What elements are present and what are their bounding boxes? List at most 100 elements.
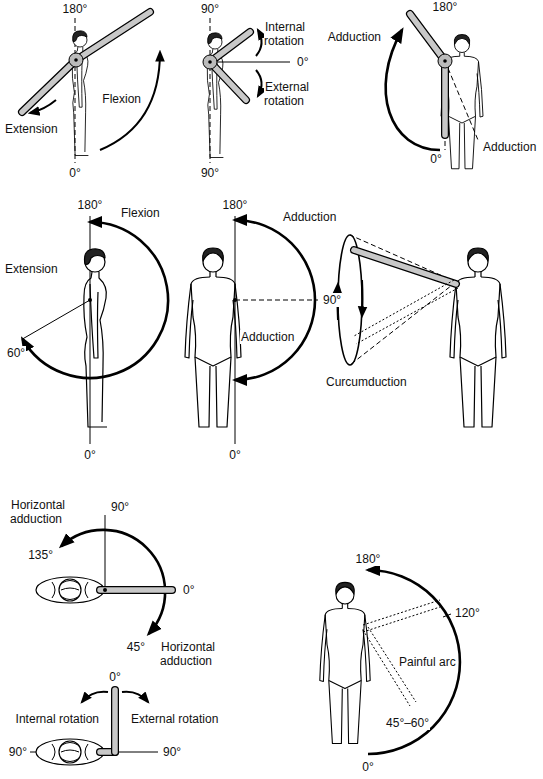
- angle-label: 90°: [110, 500, 130, 514]
- angle-label: 60°: [6, 346, 26, 360]
- circumduction-panel: [338, 235, 507, 427]
- label-text: Adduction: [327, 30, 382, 44]
- motion-label: Flexion: [120, 206, 161, 220]
- label-text: 90°: [200, 166, 220, 180]
- abduction-front-panel: [438, 54, 452, 68]
- label-text: 0°: [68, 166, 81, 180]
- label-text: 0°: [182, 583, 195, 597]
- label-text: 60°: [6, 346, 26, 360]
- angle-label: 90°: [200, 2, 220, 16]
- circumduction-panel: [350, 282, 456, 365]
- label-text: 180°: [355, 552, 382, 566]
- rotation-top-panel: [30, 690, 158, 765]
- horizontal-motion-panel: [105, 515, 106, 590]
- painful-arc-panel: [368, 570, 460, 754]
- rotation-side-panel: [210, 62, 246, 100]
- flexion-extension-panel: [69, 53, 83, 67]
- rotation-top-panel: [36, 739, 104, 765]
- motion-label: Adduction: [327, 30, 382, 44]
- label-text: Painful arc: [398, 655, 457, 669]
- abduction-front-panel: [445, 61, 446, 150]
- label-text: Curcumduction: [325, 375, 408, 389]
- flexion-arc-panel: [88, 298, 92, 302]
- motion-label: Extension: [4, 122, 59, 136]
- angle-label: 90°: [8, 745, 28, 759]
- motion-label: Adduction: [240, 330, 295, 344]
- abduction-front-panel: [442, 61, 448, 135]
- circumduction-panel: [354, 250, 456, 284]
- rotation-side-panel: [210, 62, 290, 63]
- angle-label: 180°: [432, 0, 459, 14]
- motion-label: Curcumduction: [325, 375, 408, 389]
- horizontal-motion-panel: [100, 587, 172, 593]
- label-text: 90°: [110, 500, 130, 514]
- abduction-arc-panel: [235, 300, 318, 301]
- angle-label: 90°: [322, 293, 342, 307]
- angle-label: 0°: [228, 448, 241, 462]
- flexion-arc-panel: [23, 300, 91, 339]
- label-text: 0°: [228, 448, 241, 462]
- horizontal-motion-panel: [61, 581, 79, 600]
- label-text: 180°: [222, 198, 249, 212]
- label-text: 90°: [8, 745, 28, 759]
- abduction-arc-panel: [233, 298, 237, 302]
- motion-label: Horizontal adduction: [160, 640, 235, 668]
- motion-label: Adduction: [482, 140, 537, 154]
- horizontal-motion-panel: [103, 588, 107, 592]
- flexion-arc-panel: [23, 216, 169, 444]
- label-text: Flexion: [120, 206, 161, 220]
- motion-label: Adduction: [282, 210, 337, 224]
- label-text: 0°: [296, 55, 309, 69]
- label-text: External rotation: [264, 80, 309, 108]
- flexion-extension-panel: [100, 52, 160, 150]
- motion-label: Painful arc: [398, 655, 457, 669]
- flexion-extension-panel: [76, 12, 150, 60]
- rotation-side-panel: [256, 70, 262, 96]
- label-text: 45°–60°: [385, 716, 430, 730]
- motion-label: Flexion: [101, 92, 142, 106]
- horizontal-motion-panel: [36, 577, 104, 603]
- painful-arc-panel: [320, 570, 460, 754]
- abduction-front-panel: [445, 61, 478, 140]
- label-text: 0°: [429, 152, 442, 166]
- label-text: 180°: [432, 0, 459, 14]
- rotation-top-panel: [111, 690, 119, 752]
- rotation-top-panel: [122, 692, 148, 702]
- circumduction-panel: [354, 250, 456, 284]
- label-text: Flexion: [101, 92, 142, 106]
- rotation-side-panel: [256, 30, 262, 56]
- label-text: Horizontal adduction: [10, 498, 65, 526]
- angle-label: 120°: [454, 606, 481, 620]
- angle-label: 90°: [200, 166, 220, 180]
- rotation-top-panel: [82, 692, 108, 702]
- angle-label: 45°–60°: [385, 716, 430, 730]
- painful-arc-panel: [320, 582, 370, 743]
- rotation-side-panel: [208, 60, 212, 64]
- label-text: External rotation: [130, 712, 219, 726]
- flexion-extension-panel: [22, 60, 76, 112]
- motion-label: Internal rotation: [15, 712, 100, 726]
- label-text: Horizontal adduction: [160, 640, 215, 668]
- rotation-side-panel: [210, 62, 246, 100]
- label-text: 180°: [77, 198, 104, 212]
- label-text: 180°: [62, 2, 89, 16]
- label-text: Extension: [4, 122, 59, 136]
- angle-label: 135°: [27, 548, 54, 562]
- label-text: Adduction: [240, 330, 295, 344]
- motion-label: Horizontal adduction: [10, 498, 85, 526]
- abduction-front-panel: [441, 61, 449, 135]
- label-text: 90°: [200, 2, 220, 16]
- circumduction-panel: [450, 248, 506, 427]
- flexion-arc-panel: [84, 249, 107, 427]
- rotation-top-panel: [112, 690, 118, 752]
- abduction-arc-panel: [185, 216, 318, 444]
- abduction-front-panel: [386, 14, 483, 169]
- angle-label: 0°: [108, 670, 121, 684]
- motion-label: External rotation: [264, 80, 320, 108]
- angle-label: 0°: [182, 583, 195, 597]
- angle-label: 90°: [162, 745, 182, 759]
- rotation-top-panel: [59, 741, 81, 763]
- motion-label: Internal rotation: [264, 20, 320, 48]
- label-text: Adduction: [282, 210, 337, 224]
